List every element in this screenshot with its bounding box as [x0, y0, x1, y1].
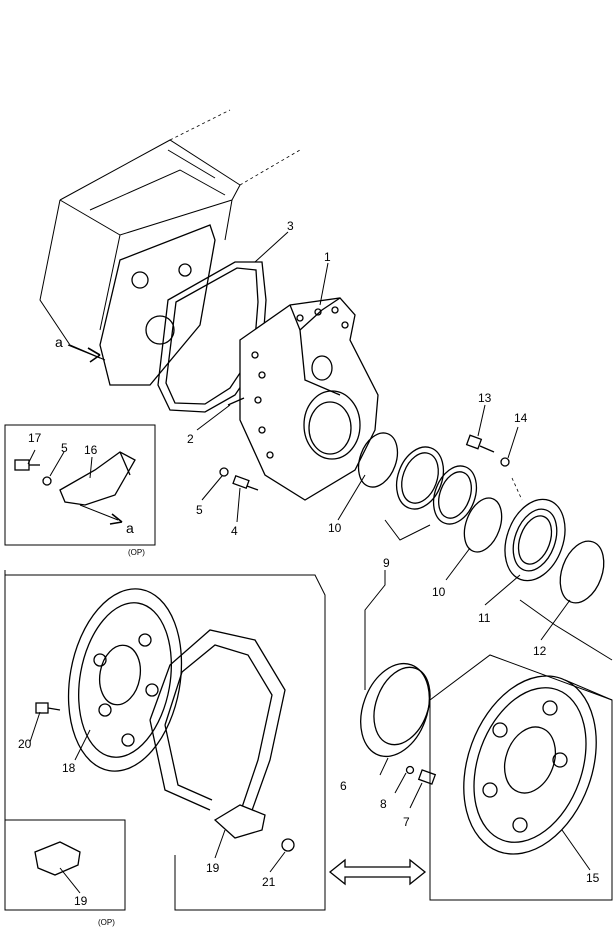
retainer-part-11 — [504, 498, 566, 582]
callout-16: 16 — [84, 443, 98, 457]
seal-ring-part-9b — [432, 465, 478, 525]
callout-10a: 10 — [328, 521, 342, 535]
callout-9: 9 — [383, 556, 390, 570]
callout-7: 7 — [403, 815, 410, 829]
bolt-part-4 — [219, 467, 259, 491]
o-ring-part-10b — [463, 497, 503, 553]
arrow-icon — [87, 347, 101, 363]
callout-12: 12 — [533, 644, 547, 658]
bolt-part-20 — [35, 702, 61, 714]
bolt-part-13 — [465, 434, 495, 453]
callout-21: 21 — [262, 875, 276, 889]
o-ring-part-12 — [559, 540, 605, 604]
washer-part-14 — [500, 457, 510, 467]
segment-chain-part-19 — [149, 629, 286, 839]
callout-1: 1 — [324, 250, 331, 264]
callout-14: 14 — [514, 411, 528, 425]
marker-a-inset: a — [126, 520, 134, 536]
seal-ring-part-9a — [395, 446, 445, 510]
callout-17: 17 — [28, 431, 42, 445]
cover-part-6 — [360, 662, 431, 758]
o-ring-part-10a — [357, 432, 399, 488]
nut-part-21 — [281, 838, 295, 852]
inset-box-top — [4, 424, 156, 546]
double-arrow-icon — [328, 858, 427, 886]
case-part-1 — [239, 297, 379, 501]
option-tag-bottom: (OP) — [98, 918, 115, 927]
callout-5b: 5 — [196, 503, 203, 517]
callout-8: 8 — [380, 797, 387, 811]
callout-labels: 1 3 2 5 4 10 9 10 11 12 13 14 17 5 16 6 … — [18, 219, 600, 908]
callout-11: 11 — [478, 611, 491, 625]
callout-20: 20 — [18, 737, 32, 751]
marker-a-left: a — [55, 334, 63, 350]
reference-markers: a a — [55, 334, 134, 536]
arrow-icon — [109, 513, 123, 525]
callout-2: 2 — [187, 432, 194, 446]
callout-6: 6 — [340, 779, 347, 793]
callout-15: 15 — [586, 871, 600, 885]
callout-19b: 19 — [74, 894, 88, 908]
inset-box-sprocket — [429, 654, 613, 901]
option-tag-top: (OP) — [128, 548, 145, 557]
inset-box-bottom — [4, 819, 126, 911]
sprocket-part-15 — [463, 675, 597, 855]
bolt-part-7 — [417, 769, 437, 785]
callout-19a: 19 — [206, 861, 220, 875]
pin-part-2 — [227, 397, 245, 406]
leader-lines — [27, 231, 591, 894]
callout-4: 4 — [231, 524, 238, 538]
callout-10b: 10 — [432, 585, 446, 599]
hub-part-18 — [67, 588, 183, 772]
washer-part-8 — [405, 765, 415, 775]
callout-5a: 5 — [61, 441, 68, 455]
callout-3: 3 — [287, 219, 294, 233]
callout-18: 18 — [62, 761, 76, 775]
callout-13: 13 — [478, 391, 492, 405]
